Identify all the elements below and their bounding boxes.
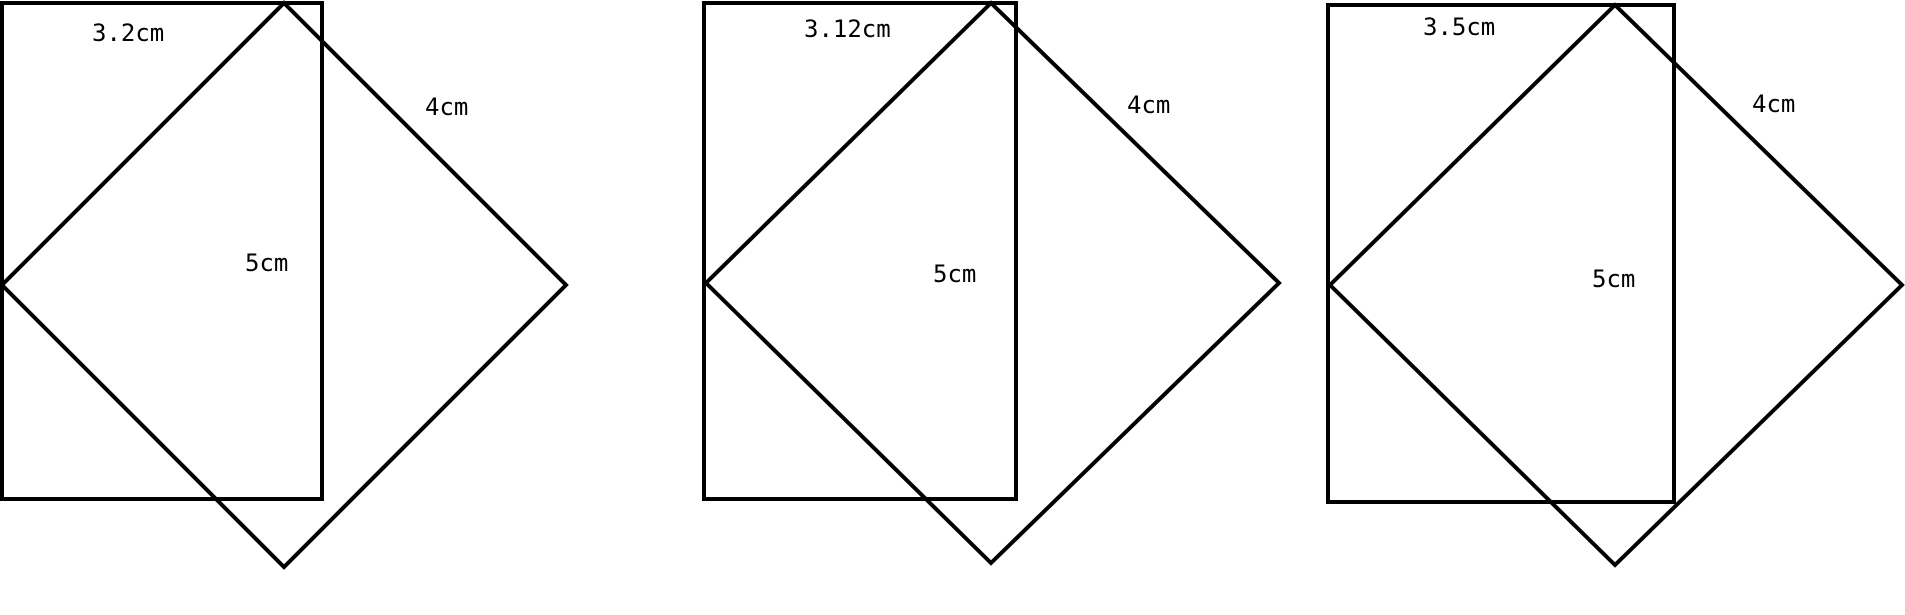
figure-1: 3.2cm 4cm 5cm bbox=[0, 0, 569, 570]
diamond-side-label: 4cm bbox=[1752, 90, 1795, 118]
top-width-label: 3.2cm bbox=[92, 19, 164, 47]
diamond-square bbox=[1327, 2, 1905, 568]
rectangle bbox=[702, 1, 1018, 501]
diamond-side-label: 4cm bbox=[425, 93, 468, 121]
inner-length-label: 5cm bbox=[1592, 265, 1635, 293]
rectangle bbox=[1326, 3, 1676, 504]
inner-length-label: 5cm bbox=[933, 260, 976, 288]
diamond-square bbox=[0, 0, 569, 570]
top-width-label: 3.12cm bbox=[804, 15, 891, 43]
inner-length-label: 5cm bbox=[245, 249, 288, 277]
figure-3: 3.5cm 4cm 5cm bbox=[1326, 2, 1905, 568]
diamond-side-label: 4cm bbox=[1127, 91, 1170, 119]
figure-2: 3.12cm 4cm 5cm bbox=[702, 0, 1282, 566]
top-width-label: 3.5cm bbox=[1423, 13, 1495, 41]
rectangle bbox=[0, 1, 324, 501]
diamond-square bbox=[703, 0, 1282, 566]
